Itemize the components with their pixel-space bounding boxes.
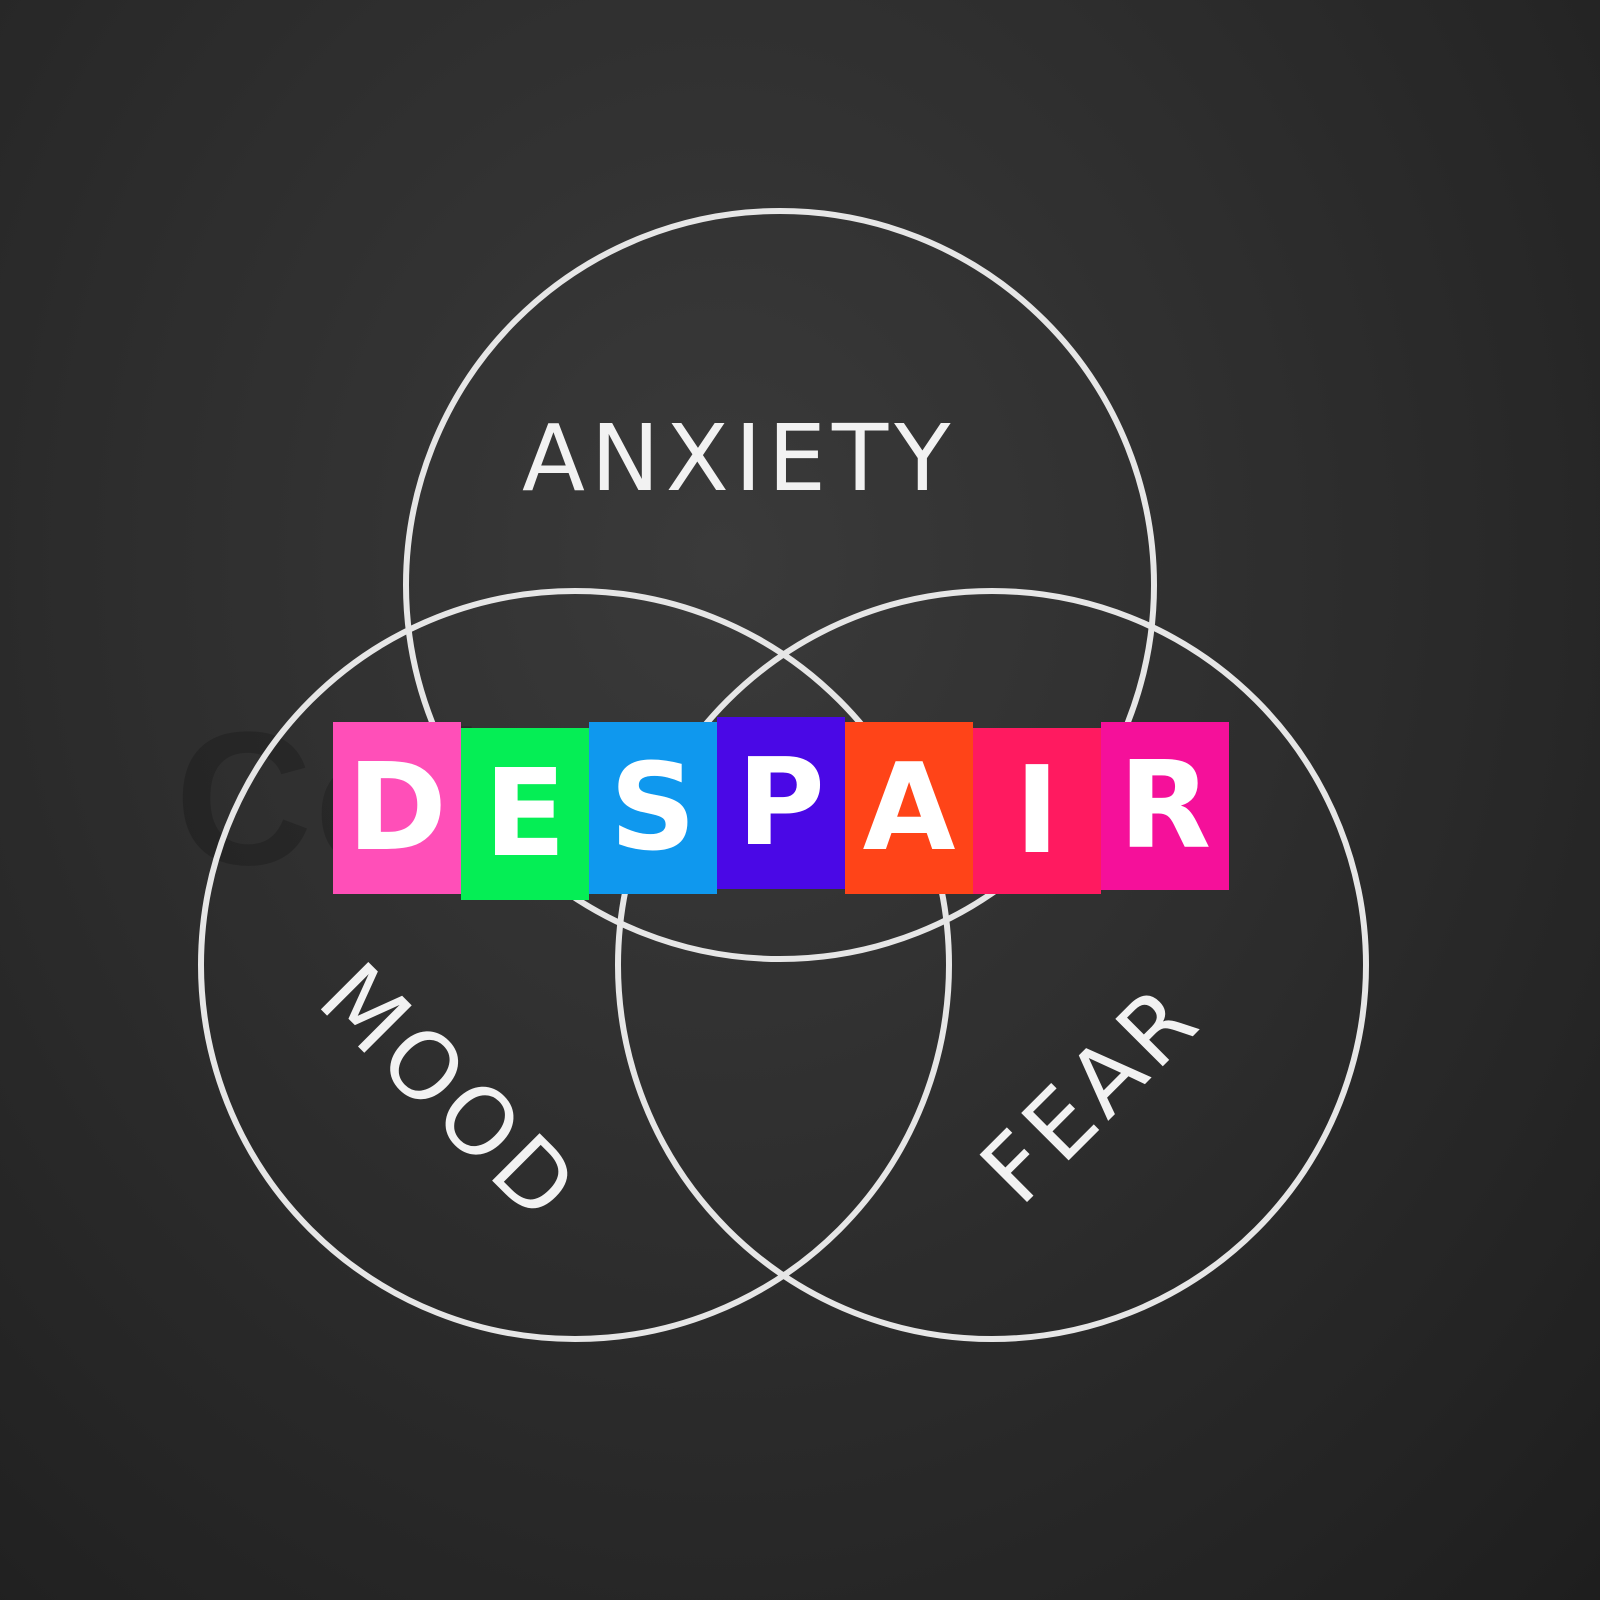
letter-tile-a: A — [845, 722, 973, 894]
letter-tile-s: S — [589, 722, 717, 894]
label-anxiety: ANXIETY — [522, 405, 957, 512]
letter-tile-e: E — [461, 728, 589, 900]
circle-anxiety — [403, 208, 1157, 962]
letter-tile-i: I — [973, 728, 1101, 894]
letter-tile-p: P — [717, 717, 845, 889]
circle-mood — [198, 588, 952, 1342]
circle-fear — [615, 588, 1369, 1342]
letter-tile-r: R — [1101, 722, 1229, 890]
letter-tile-d: D — [333, 722, 461, 894]
